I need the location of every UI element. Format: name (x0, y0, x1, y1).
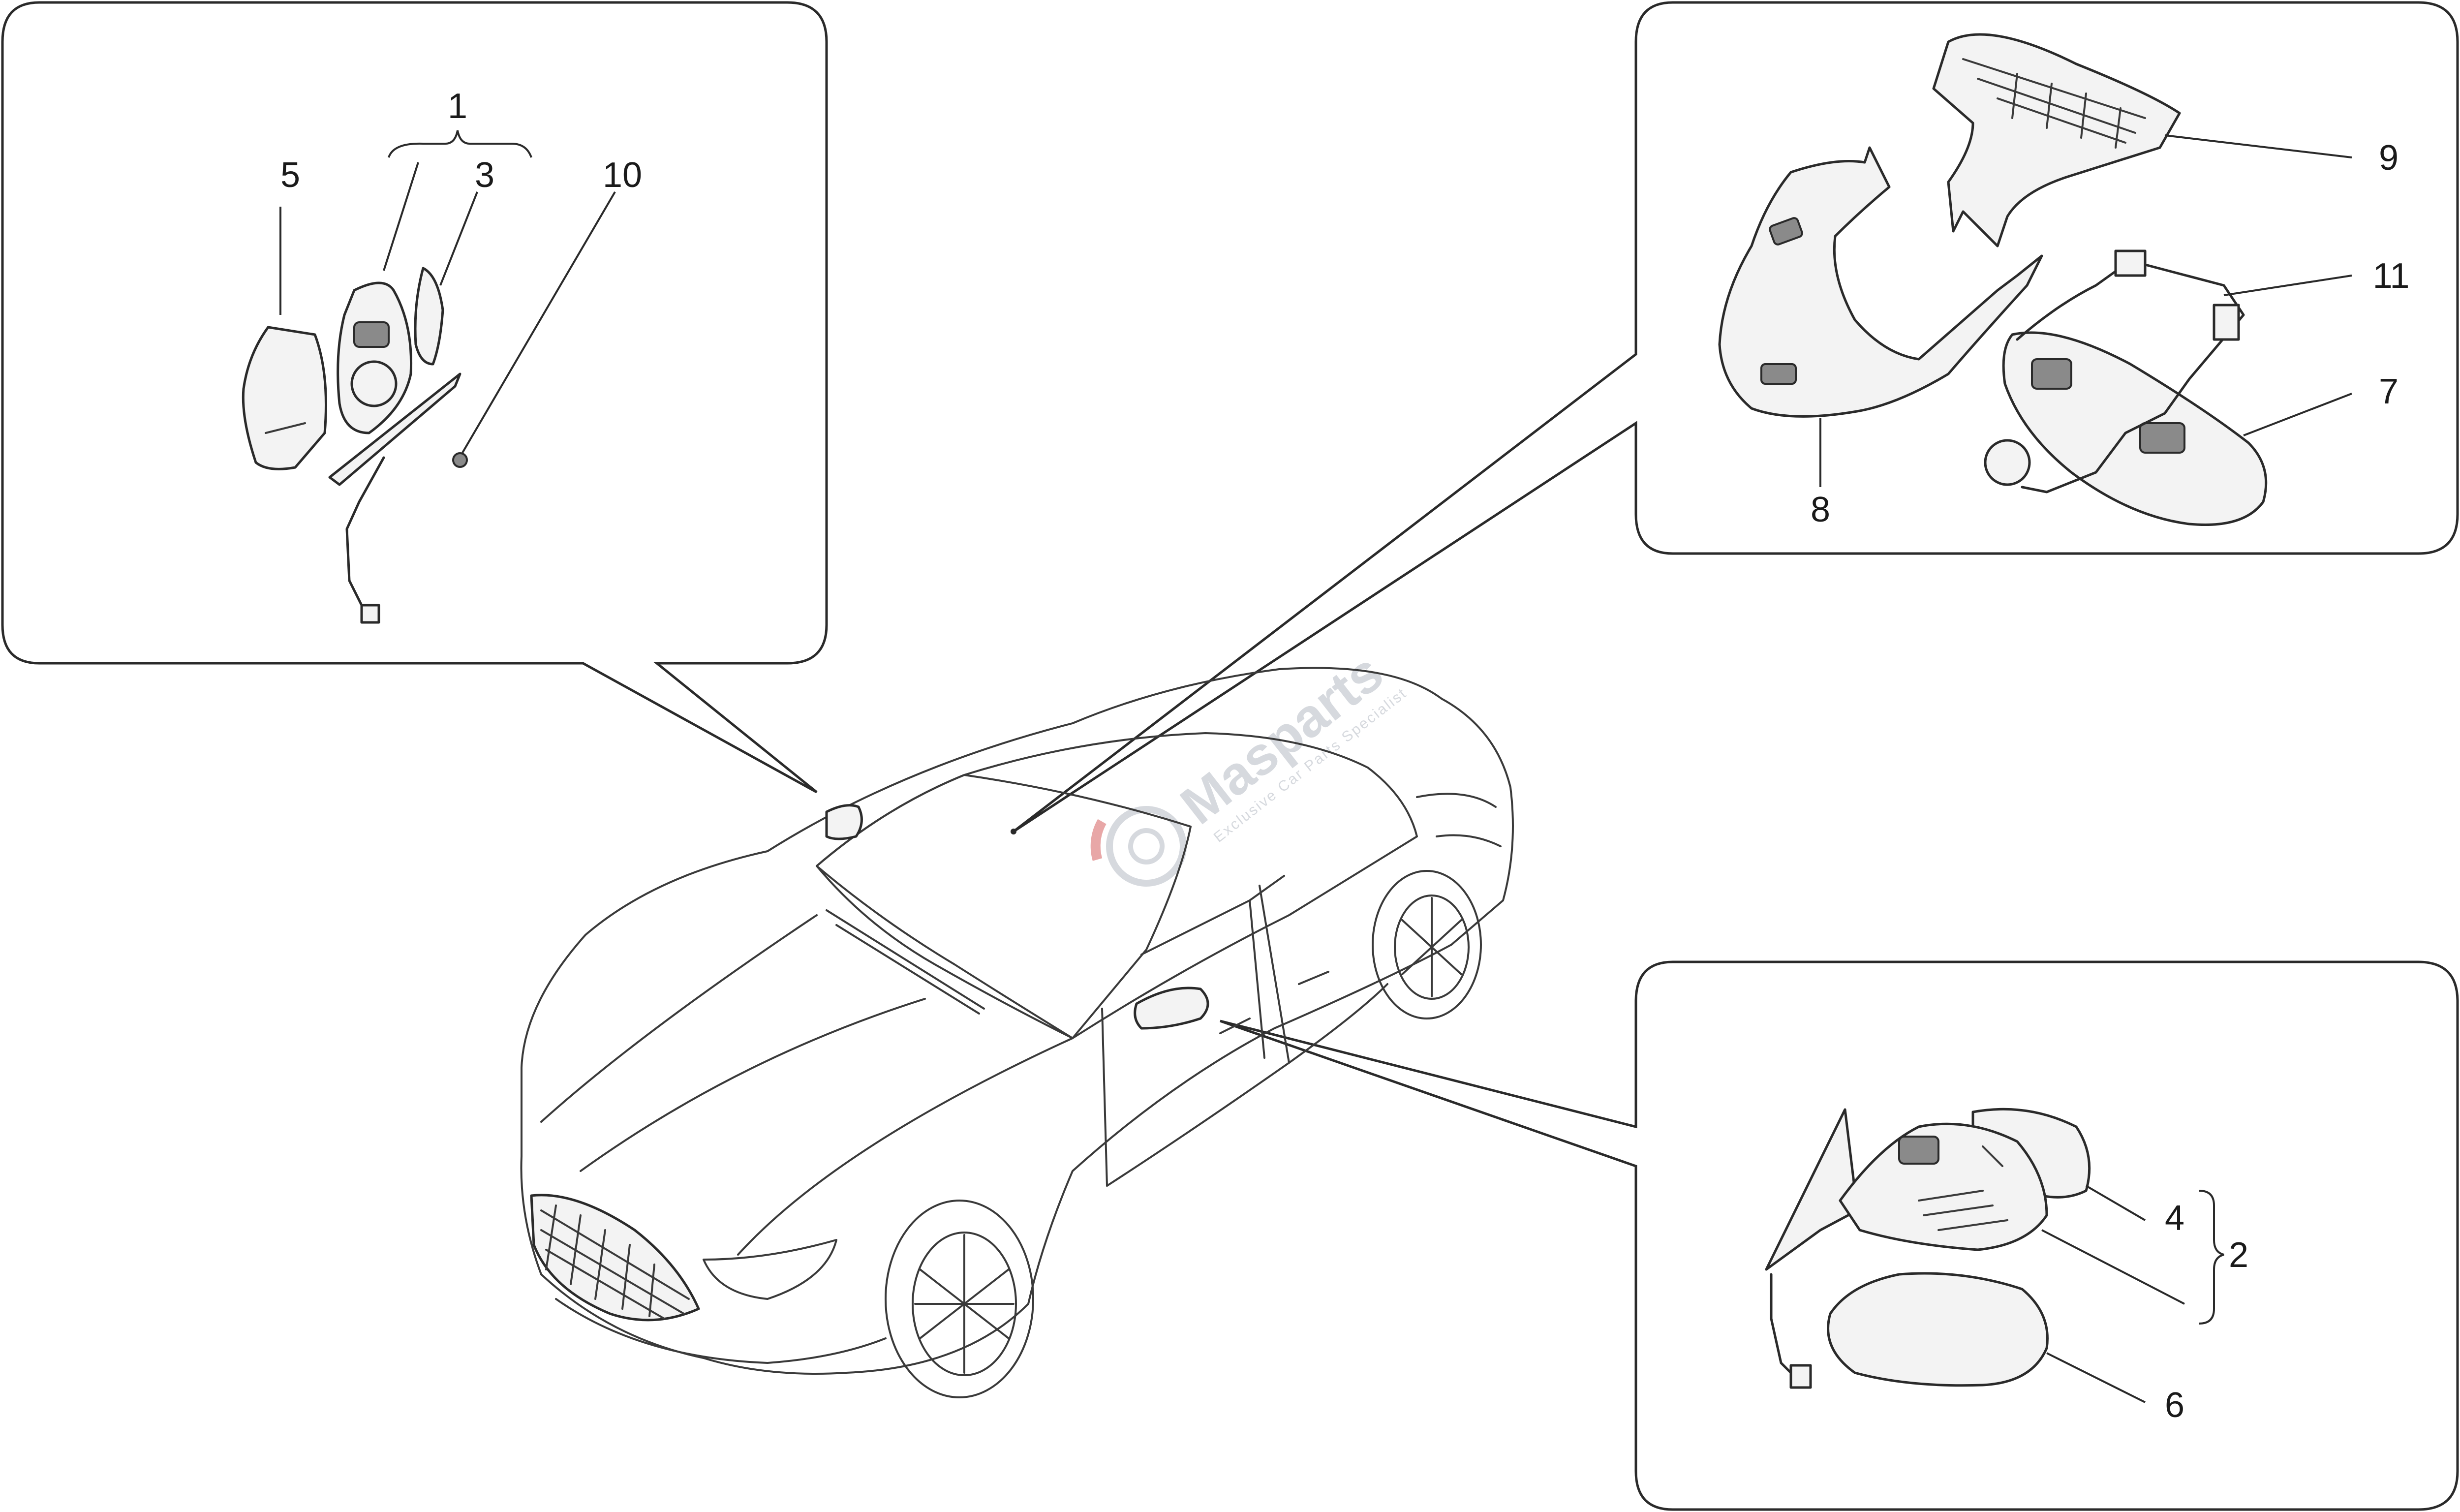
part-mirror-housing (1839, 1122, 2048, 1251)
part-11-harness (2016, 259, 2245, 494)
label-7: 7 (2379, 372, 2398, 411)
label-4: 4 (2165, 1199, 2184, 1238)
part-3-reflector (414, 267, 444, 366)
callout-top-left (1, 1, 828, 794)
label-2: 2 (2229, 1235, 2248, 1275)
part-5-mirror-glass (242, 326, 327, 470)
part-group-top-left: 1 5 3 10 (242, 87, 642, 624)
part-8-lower-cover (1718, 146, 2043, 418)
label-5: 5 (280, 155, 300, 195)
label-9: 9 (2379, 138, 2398, 178)
car-illustration (520, 667, 1514, 1398)
label-6: 6 (2165, 1386, 2184, 1425)
label-10: 10 (603, 155, 642, 195)
watermark-gear-icon (1106, 806, 1187, 887)
label-11: 11 (2373, 256, 2410, 296)
part-group-bottom-right: 4 2 6 (1765, 1108, 2248, 1425)
label-8: 8 (1811, 490, 1830, 529)
part-9-upper-cover (1932, 33, 2181, 247)
label-3: 3 (475, 155, 494, 195)
part-10-nut (452, 452, 468, 468)
label-1: 1 (448, 87, 467, 126)
callout-bottom-right (1220, 960, 2459, 1511)
callout-top-right (1013, 1, 2459, 833)
part-6-mirror-cover (1827, 1272, 2049, 1387)
part-group-top-right: 9 11 7 8 (1718, 33, 2410, 529)
